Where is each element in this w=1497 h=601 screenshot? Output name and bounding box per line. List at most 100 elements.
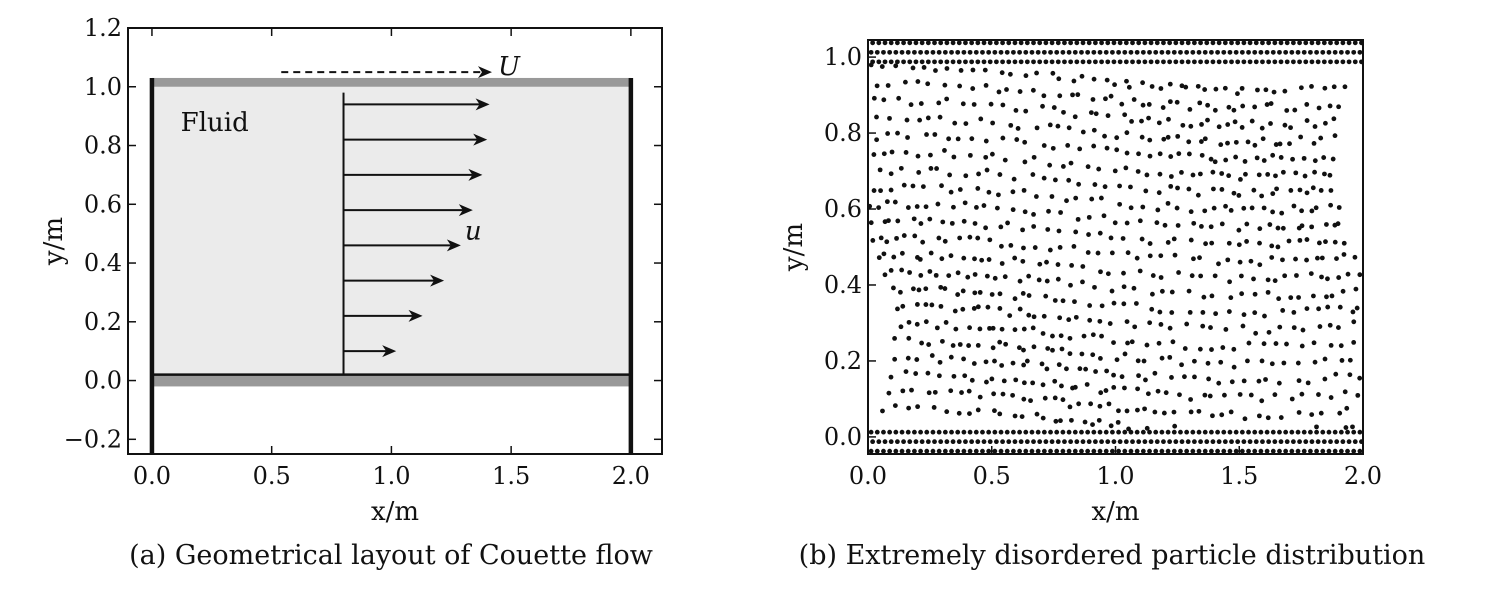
wall-particle xyxy=(1303,439,1309,445)
wall-particle xyxy=(925,40,931,46)
wall-particle xyxy=(1086,439,1092,445)
wall-particle xyxy=(1004,429,1010,435)
fluid-particle xyxy=(1225,122,1231,127)
wall-particle xyxy=(1085,429,1091,435)
wall-particle xyxy=(1264,448,1270,454)
fluid-particle xyxy=(1167,81,1173,87)
fluid-particle xyxy=(940,219,946,225)
fluid-particle xyxy=(1293,170,1299,176)
wall-particle xyxy=(1352,439,1358,445)
wall-particle xyxy=(1173,59,1179,65)
wall-particle xyxy=(1252,49,1258,55)
fluid-particle xyxy=(984,379,989,385)
fluid-particle xyxy=(987,325,992,331)
fluid-particle xyxy=(1276,380,1282,386)
fluid-particle xyxy=(1067,335,1073,341)
fluid-particle xyxy=(1057,93,1063,99)
fluid-particle xyxy=(1075,92,1081,98)
fluid-particle xyxy=(1341,240,1347,246)
wall-particle xyxy=(986,448,992,454)
wall-particle xyxy=(1000,59,1005,65)
fluid-particle xyxy=(1343,425,1349,430)
fluid-particle xyxy=(903,369,909,375)
fluid-particle xyxy=(1073,229,1079,235)
fluid-particle xyxy=(1154,220,1160,226)
fluid-particle xyxy=(997,291,1003,297)
fluid-particle xyxy=(1226,104,1232,110)
fluid-particle xyxy=(1323,120,1328,126)
fluid-particle xyxy=(1149,306,1155,312)
fluid-particle xyxy=(944,96,950,102)
wall-particle xyxy=(1357,429,1363,435)
fluid-particle xyxy=(1066,177,1072,183)
wall-particle xyxy=(1117,40,1123,46)
wall-particle xyxy=(981,40,987,46)
fluid-particle xyxy=(1132,324,1138,330)
wall-particle xyxy=(1111,439,1117,445)
wall-particle xyxy=(1148,40,1154,46)
fluid-particle xyxy=(1319,274,1324,280)
fluid-particle xyxy=(983,138,989,144)
fluid-particle xyxy=(989,151,995,157)
wall-particle xyxy=(1130,439,1135,445)
fluid-particle xyxy=(1172,252,1178,258)
fluid-particle xyxy=(1066,125,1072,131)
fluid-particle xyxy=(1186,186,1192,192)
fluid-particle xyxy=(977,394,983,400)
fluid-particle xyxy=(1171,236,1177,242)
fluid-particle xyxy=(901,233,907,238)
fluid-particle xyxy=(1254,155,1260,161)
wall-particle xyxy=(905,49,911,55)
fluid-particle xyxy=(885,83,891,88)
fluid-particle xyxy=(1228,295,1234,301)
fluid-particle xyxy=(929,353,935,358)
fluid-particle xyxy=(1152,409,1158,415)
fluid-particle xyxy=(928,152,933,158)
fluid-particle xyxy=(1103,96,1108,102)
wall-particle xyxy=(961,448,967,454)
wall-particle xyxy=(1326,448,1332,454)
fluid-particle xyxy=(1319,255,1325,261)
fluid-particle xyxy=(1135,358,1141,364)
fluid-particle xyxy=(1168,174,1174,179)
wall-particle xyxy=(1346,439,1352,445)
fluid-particle xyxy=(1079,73,1085,79)
wall-particle xyxy=(1054,429,1060,435)
fluid-particle xyxy=(952,308,958,314)
fluid-particle xyxy=(1202,392,1208,398)
fluid-particle xyxy=(1357,375,1363,381)
fluid-particle xyxy=(1298,85,1304,91)
fluid-particle xyxy=(1220,345,1226,350)
fluid-particle xyxy=(1231,364,1237,370)
fluid-particle xyxy=(969,136,975,142)
fluid-particle xyxy=(1034,70,1039,76)
fluid-particle xyxy=(1143,377,1148,383)
fluid-particle xyxy=(1265,415,1271,421)
wall-particle xyxy=(1105,59,1111,65)
fluid-particle xyxy=(1188,409,1194,415)
wall-particle xyxy=(1216,59,1222,65)
fluid-particle xyxy=(997,306,1003,311)
fluid-particle xyxy=(1318,410,1324,416)
wall-particle xyxy=(1290,439,1296,445)
fluid-particle xyxy=(1167,99,1173,105)
wall-particle xyxy=(894,40,900,46)
fluid-particle xyxy=(1031,314,1037,320)
fluid-particle xyxy=(1242,416,1248,422)
wall-particle xyxy=(1054,49,1060,55)
fluid-particle xyxy=(1219,412,1225,418)
fluid-particle xyxy=(892,336,897,341)
wall-particle xyxy=(942,429,948,435)
velocity-arrow-6-head xyxy=(468,168,483,181)
fluid-particle xyxy=(1059,383,1064,389)
wall-particle xyxy=(1092,59,1098,65)
wall-particle xyxy=(1148,59,1154,65)
wall-particle xyxy=(1110,49,1115,55)
wall-particle xyxy=(1178,448,1183,454)
fluid-particle xyxy=(1353,286,1359,292)
wall-particle xyxy=(1123,40,1129,46)
fluid-particle xyxy=(1189,273,1195,279)
wall-particle xyxy=(1260,59,1265,65)
fluid-particle xyxy=(942,82,948,88)
wall-particle xyxy=(1023,49,1029,55)
